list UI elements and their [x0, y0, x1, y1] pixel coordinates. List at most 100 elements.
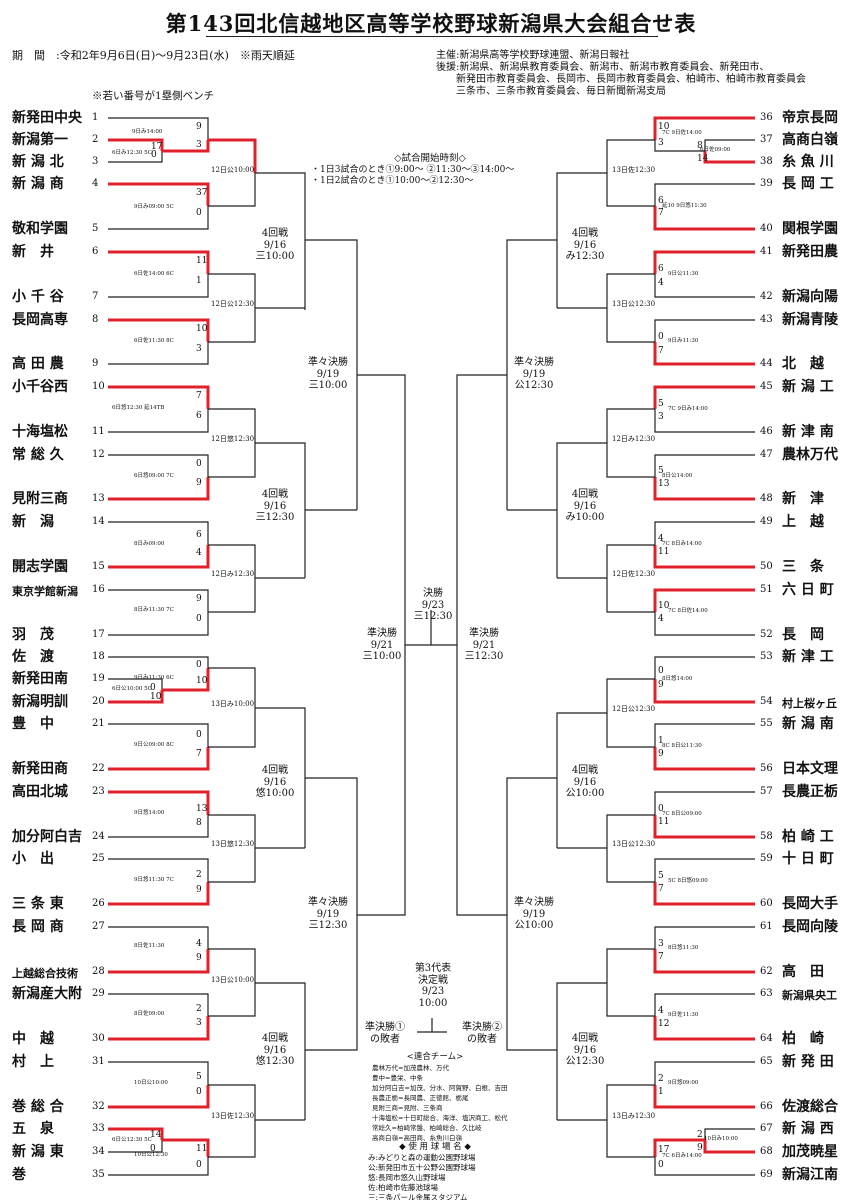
- quarterfinal-label: 準々決勝 9/19 三12:30: [308, 897, 348, 931]
- bracket-line: [162, 668, 210, 692]
- bracket-line: [108, 250, 210, 274]
- team-name: 巻 総 合: [12, 1099, 64, 1115]
- bracket-line: [108, 690, 164, 704]
- score: 0: [658, 332, 664, 342]
- score: 10: [658, 601, 670, 611]
- joint-team-line: 十海塩松=十日町総合、海洋、塩沢商工、松代: [372, 1114, 508, 1122]
- seed-number: 31: [92, 1056, 105, 1067]
- score: 6: [658, 264, 664, 274]
- bracket-line: [108, 151, 163, 163]
- bracket-line: [108, 790, 210, 815]
- score: 0: [658, 804, 664, 814]
- semifinal-loser-label: 準決勝① の敗者: [365, 1022, 405, 1045]
- team-name: 新潟産大附: [12, 986, 82, 1002]
- bracket-line: [653, 385, 755, 409]
- bracket-line: [653, 206, 755, 231]
- bracket-line: [108, 656, 209, 668]
- score: 0: [196, 208, 202, 218]
- score: 11: [658, 547, 670, 557]
- bracket-line: [556, 712, 607, 848]
- score: 3: [658, 138, 664, 148]
- bracket-line: [653, 1016, 755, 1041]
- seed-number: 40: [760, 223, 773, 234]
- game-note: 10日公12:30: [134, 1152, 168, 1158]
- team-name: 北 越: [782, 356, 824, 372]
- bracket-line: [108, 138, 164, 151]
- team-name: 開志学園: [12, 559, 68, 575]
- game-note: 9日公11:30: [668, 271, 699, 277]
- bracket-line: [653, 545, 755, 569]
- bracket-line: [208, 273, 256, 308]
- team-name: 柏 崎: [782, 1031, 824, 1047]
- score: 7: [658, 346, 664, 356]
- team-name: 十 日 町: [782, 851, 834, 867]
- organizers-line-4: 三条市、三条市教育委員会、毎日新聞新潟支局: [436, 86, 666, 97]
- bracket-line: [208, 948, 256, 983]
- score: 1: [196, 276, 202, 286]
- seed-number: 59: [760, 853, 773, 864]
- bracket-line: [653, 250, 755, 274]
- team-name: 新 潟 東: [12, 1144, 64, 1160]
- round3-date: 13日公12:30: [612, 840, 656, 848]
- bracket-line: [556, 982, 607, 1120]
- organizers-line-1: 主催:新潟県高等学校野球連盟、新潟日報社: [436, 50, 630, 61]
- team-name: 高商白嶺: [782, 132, 838, 148]
- game-note: 8日み09:00: [134, 541, 165, 547]
- seed-number: 49: [760, 516, 773, 527]
- bracket-line: [108, 747, 210, 771]
- team-name: 村上桜ヶ丘: [782, 697, 837, 710]
- seed-number: 55: [760, 718, 773, 729]
- seed-number: 13: [92, 493, 105, 504]
- team-name: 小 出: [12, 851, 54, 867]
- score: 3: [658, 939, 664, 949]
- bracket-line: [654, 656, 755, 679]
- seed-number: 67: [760, 1123, 773, 1134]
- bracket-line: [653, 342, 755, 366]
- bracket-line: [108, 612, 209, 636]
- seed-number: 68: [760, 1146, 773, 1157]
- team-name: 羽 茂: [12, 627, 54, 643]
- seed-number: 58: [760, 831, 773, 842]
- team-name: 敬和学園: [12, 221, 68, 237]
- score: 10: [658, 122, 670, 132]
- score: 7: [658, 884, 664, 894]
- score: 13: [658, 479, 670, 489]
- game-note: 6日公10:00 5C: [112, 686, 152, 692]
- score: 8: [697, 141, 703, 151]
- game-note: 10日公10:00: [134, 1080, 168, 1086]
- team-name: 六 日 町: [782, 582, 834, 598]
- score: 2: [658, 1074, 664, 1084]
- team-name: 新潟向陽: [782, 289, 838, 305]
- seed-number: 11: [92, 426, 105, 437]
- game-note: 9日佐11:30: [668, 1012, 699, 1018]
- seed-number: 52: [760, 629, 773, 640]
- team-name: 高田北城: [12, 784, 68, 800]
- period-text: 期 間 :令和2年9月6日(日)〜9月23日(水) ※雨天順延: [12, 49, 295, 62]
- bracket-line: [108, 723, 209, 747]
- bracket-line: [108, 545, 210, 569]
- bracket-line: [108, 477, 210, 501]
- venue-line: 三:三条パール金属スタジアム: [368, 1193, 468, 1200]
- team-name: 中 越: [12, 1031, 54, 1047]
- team-name: 長農正栃: [782, 784, 838, 800]
- team-name: 新 発 田: [782, 1054, 834, 1070]
- score: 12: [658, 1019, 670, 1029]
- score: 0: [151, 150, 157, 160]
- bench-note: ※若い番号が1塁側ベンチ: [92, 90, 215, 102]
- bracket-line: [654, 521, 755, 545]
- team-name: 新 潟 南: [782, 716, 834, 732]
- joint-team-line: 加分阿白吉=加茂、分水、阿賀野、白根、吉田: [372, 1084, 508, 1092]
- joint-team-line: 見附三商=見附、三条商: [372, 1104, 443, 1112]
- score: 0: [150, 1144, 156, 1154]
- joint-team-line: 長農正栃=長岡農、正徳館、栃尾: [372, 1094, 469, 1102]
- team-name: 長 岡 工: [782, 176, 834, 192]
- team-name: 柏 崎 工: [782, 829, 834, 845]
- team-name: 豊 中: [12, 716, 54, 732]
- bracket-line: [208, 708, 256, 748]
- semifinal-label: 準決勝 9/21 三10:00: [362, 628, 402, 662]
- bracket-line: [208, 1084, 256, 1120]
- score: 9: [196, 122, 202, 132]
- round4-label: 4回戦 9/16 み10:00: [565, 489, 605, 523]
- semifinal-loser-label: 準決勝② の敗者: [462, 1022, 502, 1045]
- venue-line: 佐:柏崎市佐藤池球場: [368, 1183, 439, 1192]
